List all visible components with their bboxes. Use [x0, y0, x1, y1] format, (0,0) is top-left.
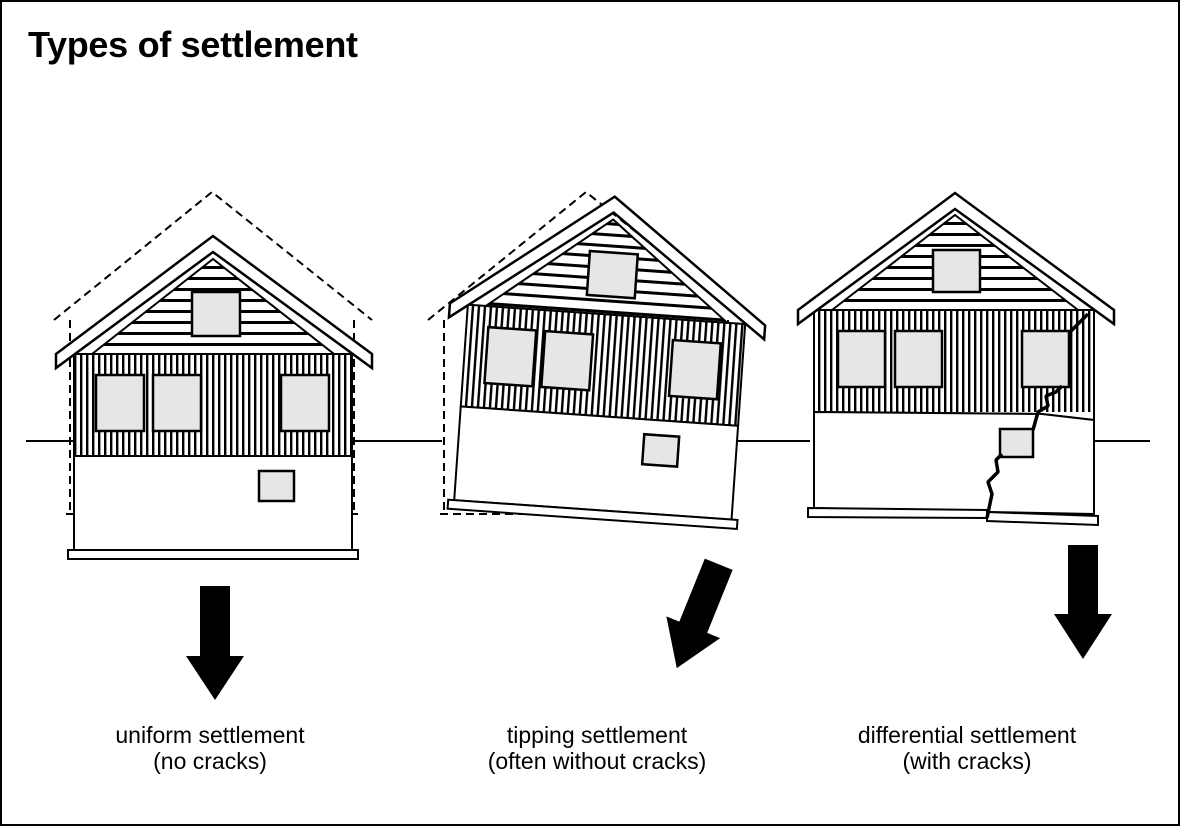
window [585, 249, 640, 300]
caption-differential: differential settlement (with cracks) [797, 722, 1137, 774]
foundation-wall [73, 455, 353, 551]
roof [447, 195, 767, 342]
window [893, 329, 944, 389]
caption-line: tipping settlement [506, 722, 688, 748]
footing [67, 549, 359, 560]
basement-window [640, 432, 681, 468]
window [667, 338, 723, 401]
house-differential [796, 191, 1116, 527]
arrow-down-differential [1054, 545, 1112, 659]
caption-uniform: uniform settlement (no cracks) [40, 722, 380, 774]
house-tipping [427, 190, 767, 531]
window [931, 248, 982, 294]
crack [985, 312, 1090, 519]
footing [807, 506, 988, 520]
arrow-down-tipping [666, 558, 733, 669]
window [151, 373, 203, 433]
window [483, 325, 538, 388]
arrow-down-uniform [186, 586, 244, 700]
caption-line: (with cracks) [902, 748, 1032, 774]
basement-window [257, 469, 296, 503]
window [1020, 329, 1071, 389]
roof [796, 191, 1116, 327]
window [279, 373, 331, 433]
caption-line: uniform settlement [115, 722, 305, 748]
caption-tipping: tipping settlement (often without cracks… [427, 722, 767, 774]
roof [54, 234, 374, 371]
window [539, 329, 595, 392]
foundation-wall [813, 410, 1095, 516]
window [836, 329, 887, 389]
house-uniform [53, 190, 374, 560]
caption-line: (often without cracks) [487, 748, 707, 774]
window [94, 373, 146, 433]
footing [446, 498, 739, 531]
basement-window [998, 427, 1035, 459]
caption-line: differential settlement [857, 722, 1077, 748]
caption-line: (no cracks) [153, 748, 267, 774]
window [190, 290, 242, 338]
diagram-title: Types of settlement [28, 24, 358, 65]
